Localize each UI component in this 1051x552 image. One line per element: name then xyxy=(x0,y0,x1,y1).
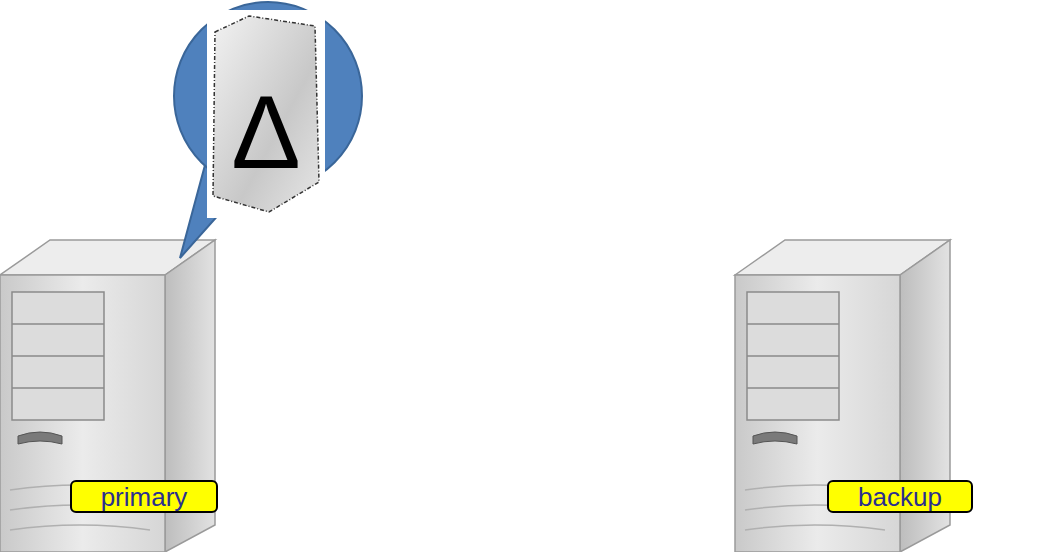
document-shield: Δ xyxy=(207,10,325,218)
server-label: backup xyxy=(827,480,973,513)
server-name: primary xyxy=(101,484,188,510)
delta-symbol: Δ xyxy=(231,80,300,184)
server-icon xyxy=(0,240,215,552)
server-name: backup xyxy=(858,484,942,510)
server-label: primary xyxy=(70,480,218,513)
speech-bubble xyxy=(174,2,362,258)
